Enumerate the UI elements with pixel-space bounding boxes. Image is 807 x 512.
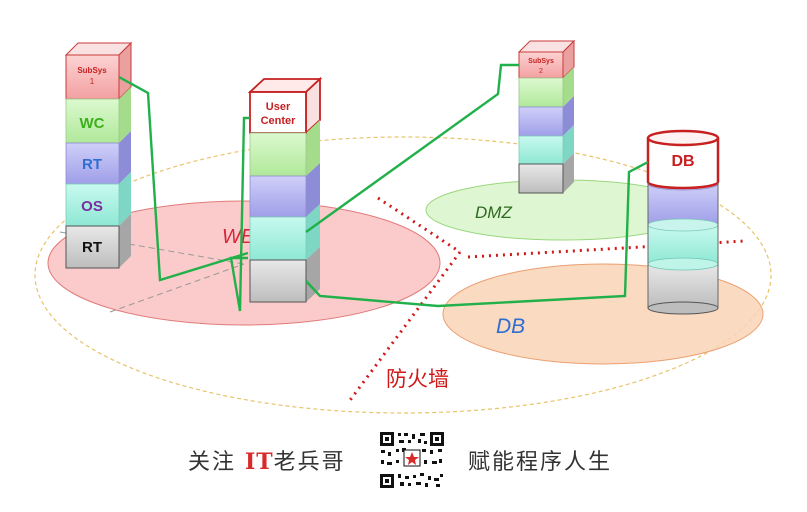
stack-side-face xyxy=(306,204,320,260)
web-guide-line xyxy=(109,263,245,313)
wire-subsys1-usercenter xyxy=(118,75,249,282)
uc-layer-green xyxy=(249,132,307,177)
layer-rt-bottom xyxy=(65,225,120,269)
layer-rt-label: RT xyxy=(82,156,102,173)
subsys2-label-line2: 2 xyxy=(539,68,543,75)
footer-follow-prefix: 关注 xyxy=(188,450,245,475)
zone-web xyxy=(47,200,441,326)
user-center-label-line2: Center xyxy=(261,115,297,127)
s2-layer-teal xyxy=(518,135,564,165)
layer-os-label: OS xyxy=(81,198,103,215)
user-center-block xyxy=(249,91,307,134)
wire-usercenter-subsys2 xyxy=(305,63,519,233)
user-center-label-line1: User xyxy=(266,101,291,113)
footer-follow-text: 关注 IT老兵哥 xyxy=(188,444,346,476)
stack-side-face xyxy=(563,96,574,136)
uc-layer-gray xyxy=(249,259,307,303)
db-gray-bottom xyxy=(647,301,719,315)
stack-side-face xyxy=(119,214,131,268)
db-blue-body xyxy=(648,184,718,225)
zone-db-label: DB xyxy=(496,315,525,338)
s2-layer-blue xyxy=(518,106,564,137)
qr-code-image xyxy=(378,430,446,490)
stack-side-face xyxy=(306,163,320,217)
db-blue-top xyxy=(647,218,719,232)
db-cylinder-label: DB xyxy=(671,153,694,170)
stack-user-center: User Center xyxy=(247,76,323,303)
zone-dmz-label: DMZ xyxy=(475,203,512,222)
stack-subsys-1: SubSys 1 WC RT OS RT xyxy=(64,41,133,269)
layer-wc-label: WC xyxy=(80,115,105,132)
uc-layer-blue xyxy=(249,175,307,218)
stack-side-face xyxy=(119,172,131,226)
stack-side-face xyxy=(306,120,320,176)
connection-wires xyxy=(118,63,649,312)
stack-side-face xyxy=(563,153,574,193)
uc-layer-teal xyxy=(249,216,307,261)
subsys1-label-line1: SubSys xyxy=(77,66,107,75)
footer-slogan: 赋能程序人生 xyxy=(468,450,613,475)
footer: 关注 IT老兵哥 赋能程序人生 xyxy=(0,430,807,490)
wire-usercenter-db xyxy=(305,160,649,308)
db-cap xyxy=(646,129,720,147)
s2-layer-gray xyxy=(518,163,564,194)
db-cylinder: DB xyxy=(646,129,720,315)
stack-side-face xyxy=(563,125,574,164)
s2-layer-green xyxy=(518,77,564,108)
db-gray-body xyxy=(648,264,718,308)
subsys1-label-line2: 1 xyxy=(90,77,95,86)
subsys2-label-line1: SubSys xyxy=(528,58,554,65)
stack-side-face xyxy=(563,67,574,107)
layer-os xyxy=(65,183,120,227)
firewall-label: 防火墙 xyxy=(386,367,449,391)
footer-brand: IT xyxy=(245,449,274,475)
stack-side-face xyxy=(119,131,131,184)
wire-usercenter-loop xyxy=(229,116,250,312)
footer-follow-suffix: 老兵哥 xyxy=(273,450,346,475)
outer-boundary xyxy=(34,136,772,414)
stack-side-face xyxy=(306,247,320,302)
stack-subsys-2: SubSys 2 xyxy=(517,39,576,194)
layer-rt-bottom-label: RT xyxy=(82,239,102,256)
stack-side-face xyxy=(119,87,131,143)
db-teal-top xyxy=(647,257,719,271)
db-top-band xyxy=(646,138,720,190)
